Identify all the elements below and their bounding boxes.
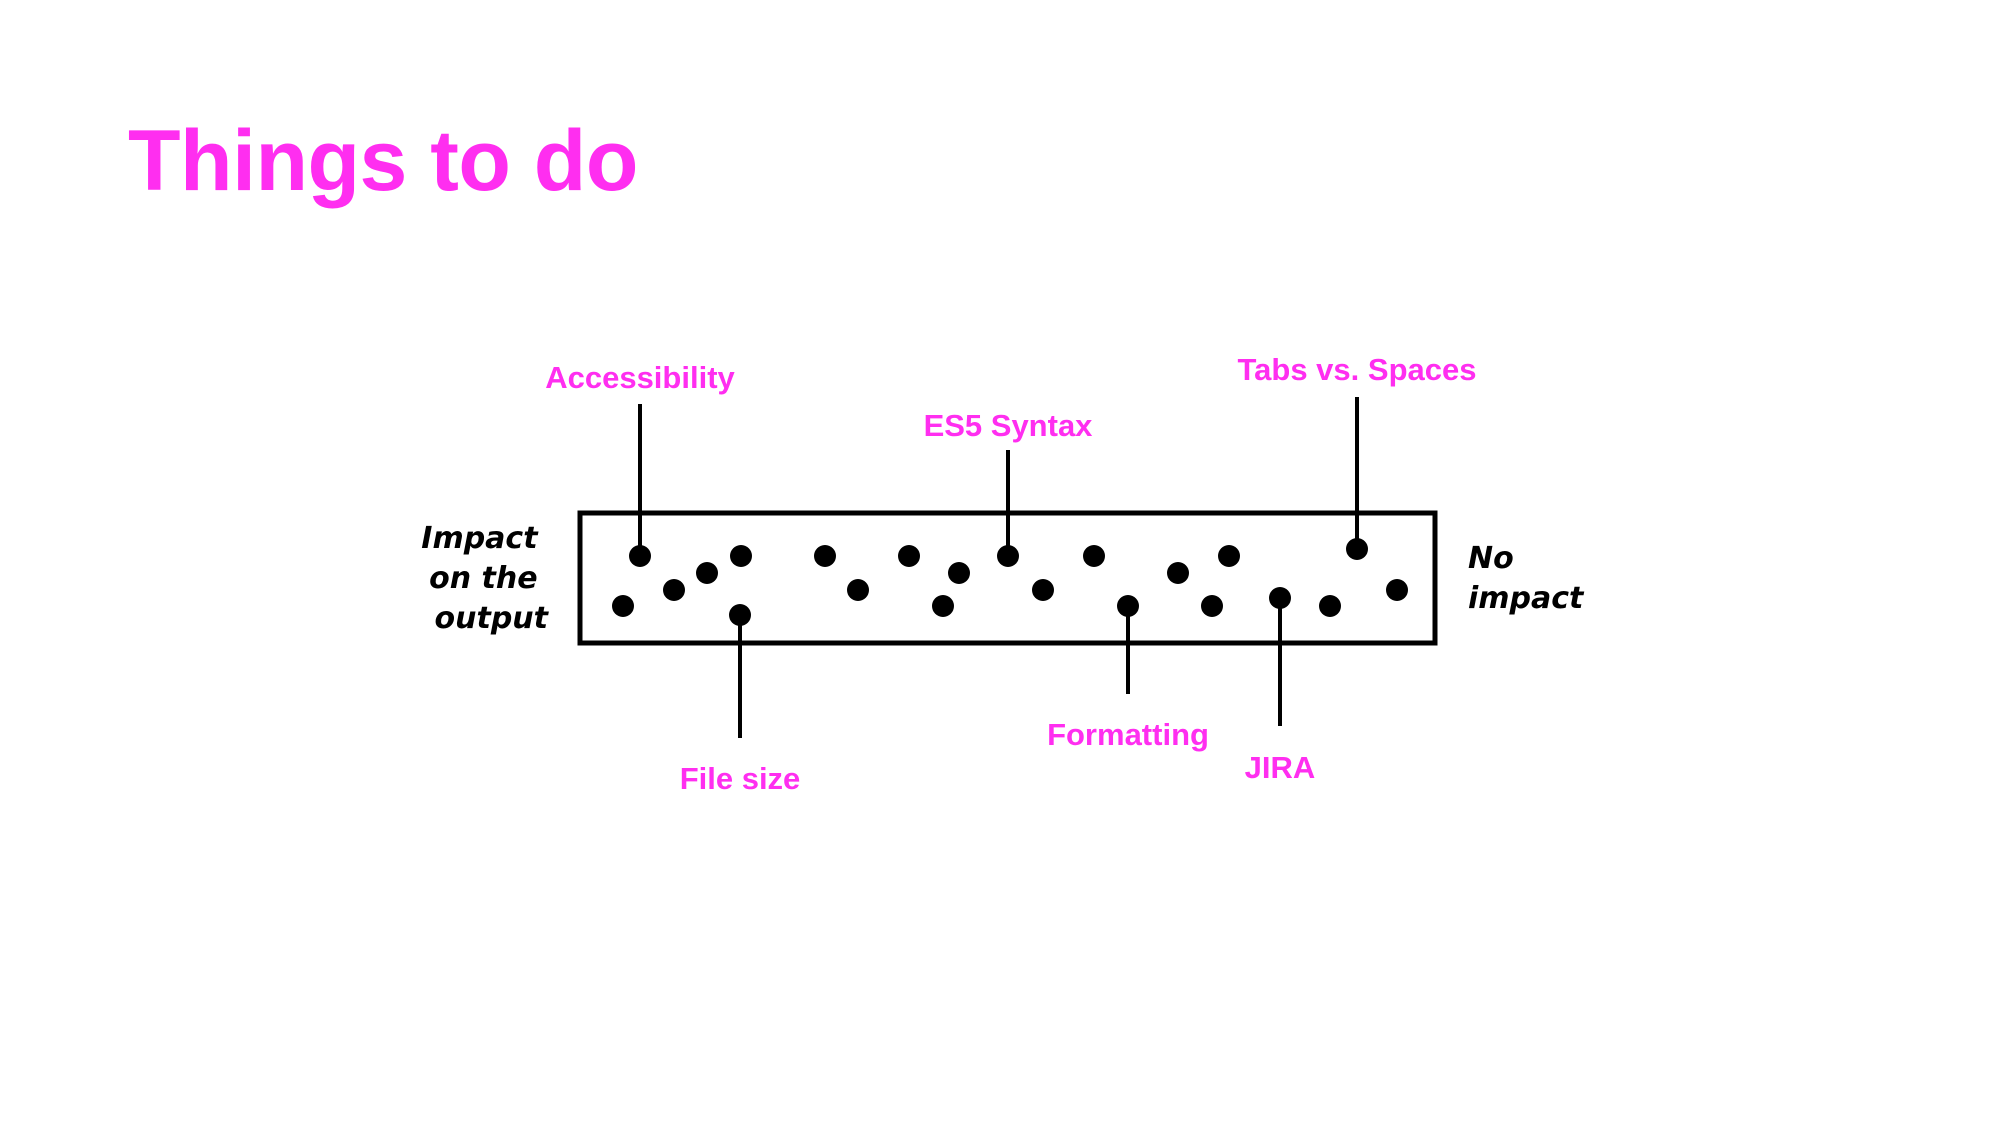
callout-formatting: Formatting	[1047, 595, 1209, 752]
dot	[1218, 545, 1240, 567]
dots	[612, 545, 1408, 617]
dot	[1269, 587, 1291, 609]
dot	[696, 562, 718, 584]
slide-title: Things to do	[128, 113, 638, 209]
dot	[612, 595, 634, 617]
dot	[814, 545, 836, 567]
dot	[1167, 562, 1189, 584]
left-axis-label-line: output	[435, 601, 550, 636]
dot	[1386, 579, 1408, 601]
left-axis-label: Impact on the output	[421, 521, 549, 636]
dot	[847, 579, 869, 601]
label-tabs-vs-spaces: Tabs vs. Spaces	[1238, 352, 1477, 387]
dot	[1032, 579, 1054, 601]
dot	[1201, 595, 1223, 617]
callout-tabs-vs-spaces: Tabs vs. Spaces	[1238, 352, 1477, 560]
callout-es5-syntax: ES5 Syntax	[924, 408, 1094, 567]
dot	[1083, 545, 1105, 567]
right-axis-label-line: No	[1468, 541, 1514, 576]
label-file-size: File size	[680, 761, 801, 796]
dot	[730, 545, 752, 567]
dot	[932, 595, 954, 617]
dot	[729, 604, 751, 626]
label-formatting: Formatting	[1047, 717, 1209, 752]
dot	[1117, 595, 1139, 617]
callout-accessibility: Accessibility	[545, 360, 736, 567]
right-axis-label-line: impact	[1468, 581, 1585, 616]
left-axis-label-line: Impact	[421, 521, 539, 556]
dot	[1319, 595, 1341, 617]
label-accessibility: Accessibility	[545, 360, 735, 395]
label-es5-syntax: ES5 Syntax	[924, 408, 1094, 443]
dot	[948, 562, 970, 584]
dot	[997, 545, 1019, 567]
callout-file-size: File size	[680, 604, 801, 796]
label-jira: JIRA	[1245, 750, 1316, 785]
dot	[1346, 538, 1368, 560]
right-axis-label: No impact	[1468, 541, 1585, 616]
dot	[629, 545, 651, 567]
dot	[663, 579, 685, 601]
callout-jira: JIRA	[1245, 587, 1316, 785]
dot	[898, 545, 920, 567]
left-axis-label-line: on the	[429, 561, 537, 596]
